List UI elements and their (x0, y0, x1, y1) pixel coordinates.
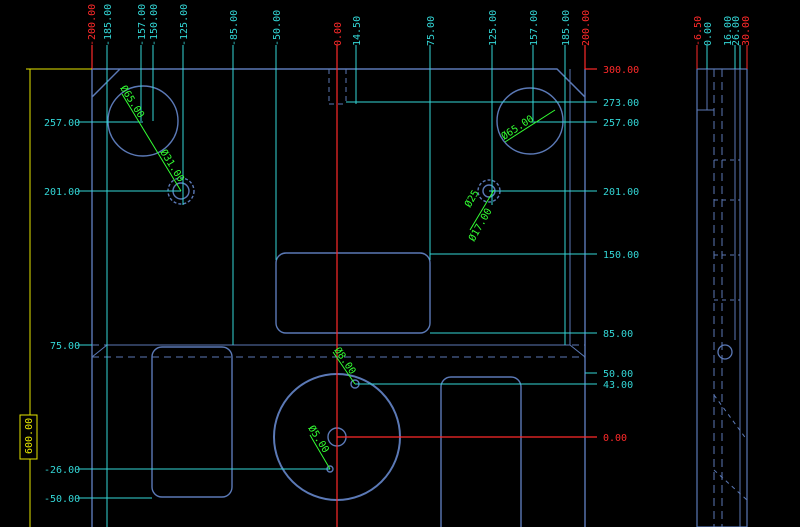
overall-height-dimension (19, 68, 92, 527)
left-dimension-labels: 257.00 201.00 75.00 -26.00 -50.00 (44, 118, 80, 505)
side-tick-label: 26.00 (731, 16, 742, 46)
top-tick-label: 200.00 (581, 10, 592, 46)
right-dimension-labels: 300.00 273.00 257.00 201.00 150.00 85.00… (603, 65, 639, 444)
hidden-step-right (569, 344, 586, 358)
overall-height-frame (19, 414, 38, 460)
callout-counterbore-right-1: Ø25 (462, 188, 481, 210)
callout-labels: Ø65.00 Ø31.00 Ø65.00 Ø25 Ø17.00 Ø8.00 Ø5… (117, 83, 535, 455)
hole-top-left (107, 85, 179, 157)
side-tick-label: -6.50 (693, 16, 704, 46)
side-tick-label: 0.00 (703, 22, 714, 46)
left-tick-label: 201.00 (44, 187, 80, 198)
top-tick-label: -85.00 (229, 10, 240, 46)
chamfer-left (91, 68, 121, 98)
side-view-labels: -6.50 0.00 16.00 26.00 30.00 (693, 16, 752, 46)
top-tick-label: -125.00 (179, 4, 190, 46)
right-tick-label: 201.00 (603, 187, 639, 198)
left-tick-label: 257.00 (44, 118, 80, 129)
left-tick-label: -50.00 (44, 494, 80, 505)
side-view (696, 45, 748, 527)
right-tick-label: 50.00 (603, 369, 633, 380)
right-tick-label: 85.00 (603, 329, 633, 340)
hole-top-right (496, 87, 564, 155)
side-tick-label: 16.00 (723, 16, 734, 46)
right-tick-label: 150.00 (603, 250, 639, 261)
top-tick-label: 125.00 (488, 10, 499, 46)
top-tick-label: 185.00 (561, 10, 572, 46)
extension-lines (78, 45, 597, 527)
callout-hole-top-right: Ø65.00 (499, 113, 536, 143)
top-tick-label: -157.00 (137, 4, 148, 46)
pocket-upper-middle (275, 252, 431, 334)
hidden-step-left (91, 344, 108, 358)
callout-small-hole: Ø8.00 (332, 345, 359, 377)
right-tick-label: 300.00 (603, 65, 639, 76)
left-tick-label: -26.00 (44, 465, 80, 476)
pocket-left (151, 346, 233, 498)
right-tick-label: 257.00 (603, 118, 639, 129)
overall-height-label: 600.00 (24, 418, 35, 454)
top-tick-label: -50.00 (272, 10, 283, 46)
top-tick-label: 14.50 (352, 16, 363, 46)
datum-lines (91, 45, 597, 527)
top-tick-label: 0.00 (333, 22, 344, 46)
right-tick-label: 273.00 (603, 98, 639, 109)
top-dimension-labels: -200.00 -185.00 -157.00 -150.00 -125.00 … (87, 4, 592, 46)
top-tick-label: -150.00 (149, 4, 160, 46)
callout-counterbore-left: Ø31.00 (157, 147, 186, 184)
chamfer-right (556, 68, 586, 98)
top-tick-label: -200.00 (87, 4, 98, 46)
top-tick-label: -185.00 (103, 4, 114, 46)
right-tick-label: 43.00 (603, 380, 633, 391)
callout-leaders (121, 93, 556, 470)
pocket-right (440, 376, 522, 527)
left-tick-label: 75.00 (50, 341, 80, 352)
right-tick-label: 0.00 (603, 433, 627, 444)
callout-hole-top-left: Ø65.00 (117, 83, 146, 120)
top-tick-label: 157.00 (529, 10, 540, 46)
side-view-hole (717, 344, 733, 360)
side-tick-label: 30.00 (741, 16, 752, 46)
top-tick-label: 75.00 (426, 16, 437, 46)
